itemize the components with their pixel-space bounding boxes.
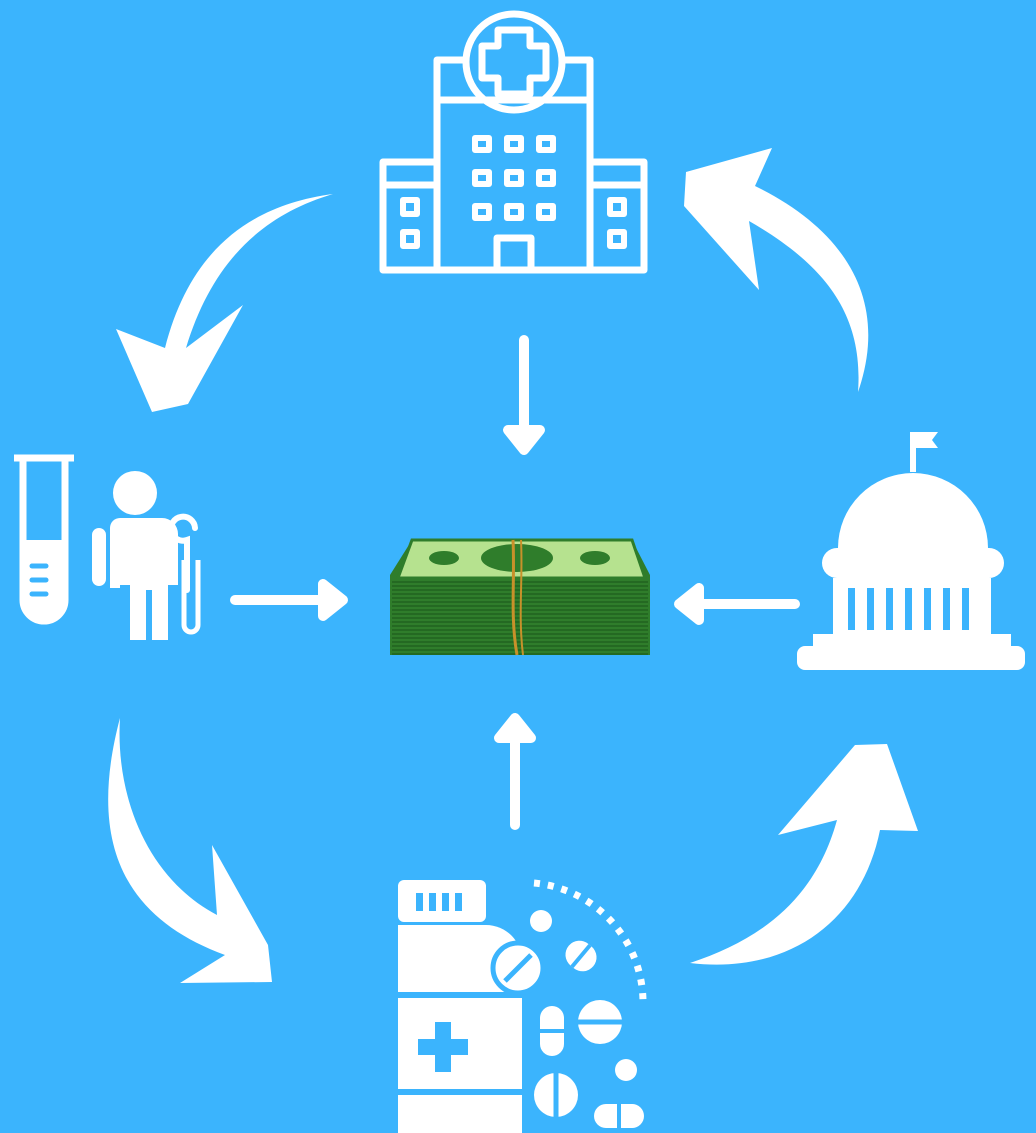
capitol-building-icon (797, 432, 1025, 670)
test-tube-patient-icon (14, 454, 201, 640)
edge-hospital-research-arrow (116, 194, 333, 412)
edge-hospital-money-arrow (503, 335, 545, 455)
edge-pharma-government-arrow (690, 744, 918, 965)
edge-pharma-money-arrow (494, 713, 536, 830)
pill-bottle-icon (398, 879, 647, 1133)
edge-research-pharma-arrow (108, 718, 272, 983)
edge-government-hospital-arrow (684, 148, 869, 392)
money-stack-icon (390, 538, 650, 656)
edge-research-money-arrow (230, 579, 348, 621)
hospital-icon (379, 10, 648, 274)
edge-government-money-arrow (674, 583, 800, 625)
